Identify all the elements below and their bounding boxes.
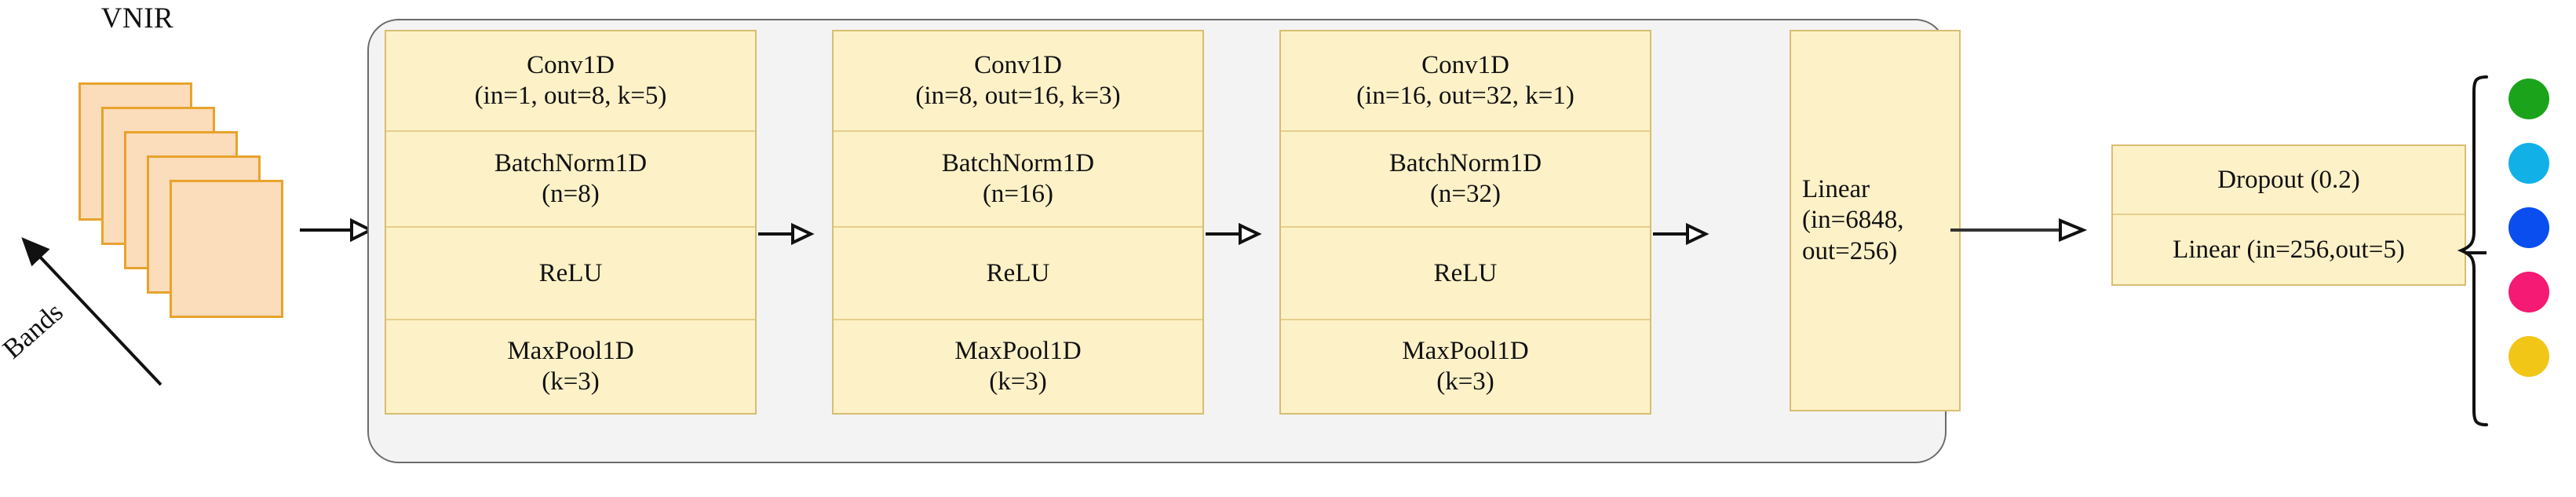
maxpool-layer-row: MaxPool1D(k=3)	[834, 320, 1202, 413]
activation-layer-row: ReLU	[834, 228, 1202, 320]
arrow-input-to-backbone	[300, 217, 375, 243]
arrow-backbone-to-head	[1950, 217, 2107, 243]
batchnorm-layer-name: BatchNorm1D	[941, 149, 1095, 178]
conv-layer-row: Conv1D(in=16, out=32, k=1)	[1281, 31, 1650, 132]
batchnorm-layer-row: BatchNorm1D(n=32)	[1281, 132, 1650, 228]
maxpool-layer-row: MaxPool1D(k=3)	[386, 320, 755, 413]
maxpool-layer-params: (k=3)	[989, 367, 1047, 396]
class-dot-blue	[2508, 207, 2549, 248]
output-class-dots	[2508, 79, 2563, 424]
cnn-backbone-container: Conv1D(in=1, out=8, k=5) BatchNorm1D(n=8…	[367, 19, 1961, 463]
arrow-head-to-output	[2466, 239, 2498, 266]
conv-layer-params: (in=16, out=32, k=1)	[1356, 82, 1574, 110]
conv-block-2: Conv1D(in=8, out=16, k=3) BatchNorm1D(n=…	[832, 30, 1204, 415]
maxpool-layer-params: (k=3)	[542, 367, 600, 396]
class-dot-yellow	[2508, 336, 2549, 377]
conv-layer-row: Conv1D(in=1, out=8, k=5)	[386, 31, 755, 132]
vnir-label: VNIR	[100, 2, 174, 35]
conv-layer-name: Conv1D	[527, 51, 615, 80]
batchnorm-layer-row: BatchNorm1D(n=16)	[834, 132, 1202, 228]
batchnorm-layer-params: (n=16)	[982, 180, 1054, 208]
conv-block-1: Conv1D(in=1, out=8, k=5) BatchNorm1D(n=8…	[385, 30, 757, 415]
classifier-head-block: Dropout (0.2) Linear (in=256,out=5)	[2111, 144, 2466, 286]
linear-layer-out: out=256)	[1802, 236, 1898, 265]
batchnorm-layer-name: BatchNorm1D	[1388, 149, 1542, 178]
activation-layer-row: ReLU	[386, 228, 755, 320]
activation-layer-row: ReLU	[1281, 228, 1650, 320]
batchnorm-layer-params: (n=32)	[1429, 180, 1501, 208]
conv-block-3: Conv1D(in=16, out=32, k=1) BatchNorm1D(n…	[1279, 30, 1651, 415]
batchnorm-layer-params: (n=8)	[542, 180, 600, 208]
band-sheet	[170, 180, 283, 318]
maxpool-layer-name: MaxPool1D	[1402, 337, 1529, 366]
arrow-block2-to-block3	[1206, 221, 1262, 247]
maxpool-layer-row: MaxPool1D(k=3)	[1281, 320, 1650, 413]
arrow-block1-to-block2	[758, 221, 815, 247]
maxpool-layer-name: MaxPool1D	[954, 337, 1082, 366]
classifier-linear-row: Linear (in=256,out=5)	[2173, 235, 2405, 264]
arrow-block3-to-linear	[1653, 221, 1709, 247]
linear-layer-name: Linear	[1802, 174, 1870, 203]
class-dot-cyan	[2508, 143, 2549, 184]
bands-axis-arrow: Bands	[0, 216, 204, 428]
maxpool-layer-name: MaxPool1D	[507, 337, 634, 366]
conv-layer-name: Conv1D	[974, 51, 1062, 80]
linear-layer-text: Linear (in=6848, out=256)	[1791, 174, 1959, 268]
conv-layer-name: Conv1D	[1421, 51, 1509, 80]
linear-6848-block: Linear (in=6848, out=256)	[1790, 30, 1961, 411]
batchnorm-layer-name: BatchNorm1D	[494, 149, 648, 178]
class-dot-pink	[2508, 272, 2549, 312]
input-hypercube-stack	[78, 82, 338, 349]
class-dot-green	[2508, 79, 2549, 119]
conv-layer-params: (in=1, out=8, k=5)	[474, 82, 667, 110]
conv-layer-params: (in=8, out=16, k=3)	[915, 82, 1121, 110]
conv-layer-row: Conv1D(in=8, out=16, k=3)	[834, 31, 1202, 132]
dropout-layer-row: Dropout (0.2)	[2113, 146, 2465, 215]
linear-layer-in: (in=6848,	[1802, 206, 1904, 235]
batchnorm-layer-row: BatchNorm1D(n=8)	[386, 132, 755, 228]
maxpool-layer-params: (k=3)	[1436, 367, 1494, 396]
output-curly-brace	[2452, 75, 2488, 428]
